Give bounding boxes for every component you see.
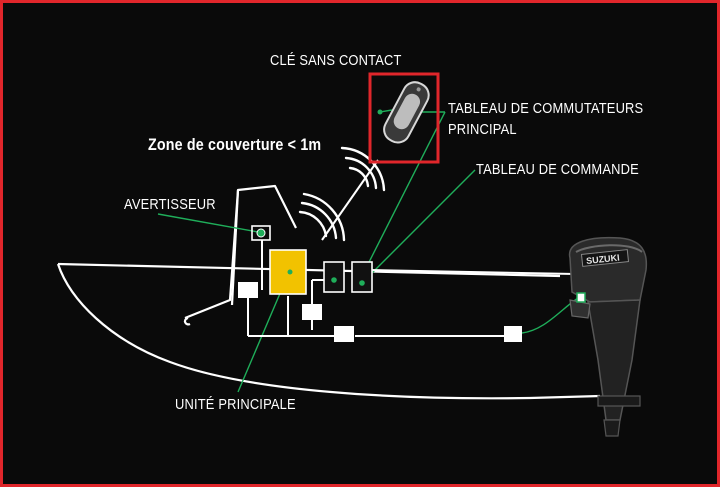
label-control-panel: TABLEAU DE COMMANDE — [476, 161, 639, 178]
label-coverage-zone: Zone de couverture < 1m — [148, 135, 322, 154]
horn-icon — [251, 225, 271, 241]
label-horn: AVERTISSEUR — [124, 196, 216, 213]
switch-panels — [323, 261, 373, 293]
key-highlight-box — [368, 72, 440, 164]
connectors — [238, 282, 522, 342]
signal-wave-icon — [298, 146, 386, 242]
label-main-switch-panel-line2: PRINCIPAL — [448, 121, 517, 138]
coverage-arrow — [321, 159, 379, 241]
label-main-switch-panel-line1: TABLEAU DE COMMUTATEURS — [448, 100, 644, 117]
label-main-unit: UNITÉ PRINCIPALE — [175, 396, 296, 413]
key-fob-icon — [383, 81, 430, 144]
label-keyless-key: CLÉ SANS CONTACT — [270, 52, 402, 69]
main-unit-box — [269, 249, 307, 295]
motor-brand: SUZUKI — [586, 253, 620, 266]
boat-hull — [56, 184, 601, 400]
outboard-motor-icon: SUZUKI — [568, 236, 648, 437]
